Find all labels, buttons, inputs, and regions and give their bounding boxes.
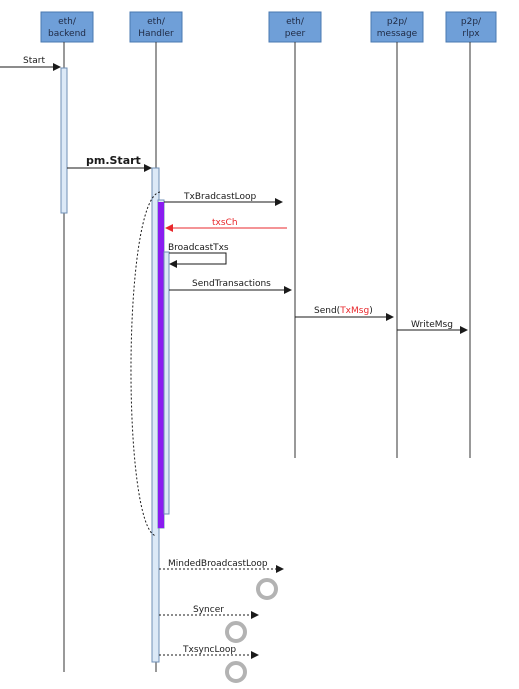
participant-p2p-message: p2p/ message bbox=[370, 11, 424, 43]
message-write-msg: WriteMsg bbox=[397, 320, 468, 334]
activation-bar-backend bbox=[60, 67, 68, 214]
stop-circle-icon bbox=[256, 578, 278, 600]
participant-label-line1: p2p/ bbox=[461, 17, 482, 27]
stop-circle-icon bbox=[225, 621, 247, 643]
participant-eth-peer: eth/ peer bbox=[268, 11, 322, 43]
message-label: TxBradcastLoop bbox=[183, 192, 256, 202]
participant-label-line2: peer bbox=[285, 29, 306, 39]
stop-circle-icon bbox=[225, 661, 247, 683]
participant-header-box bbox=[370, 11, 424, 43]
message-label: BroadcastTxs bbox=[168, 243, 229, 253]
message-label: Syncer bbox=[193, 605, 224, 615]
message-tx-broadcast-loop: TxBradcastLoop bbox=[164, 192, 283, 206]
participant-label-line2: rlpx bbox=[462, 29, 480, 39]
message-send-txmsg: Send(TxMsg) bbox=[295, 306, 394, 321]
send-prefix: Send( bbox=[314, 306, 340, 316]
message-label: pm.Start bbox=[86, 154, 141, 167]
loop-boundary-dotted bbox=[130, 191, 161, 537]
message-label: Send(TxMsg) bbox=[314, 306, 373, 316]
participant-label-line1: eth/ bbox=[286, 17, 305, 27]
message-pm-start: pm.Start bbox=[67, 154, 152, 172]
message-txs-ch: txsCh bbox=[165, 218, 287, 232]
participant-eth-handler: eth/ Handler bbox=[129, 11, 183, 43]
send-suffix: ) bbox=[369, 306, 373, 316]
message-label: MindedBroadcastLoop bbox=[168, 559, 268, 569]
participant-header-box bbox=[445, 11, 497, 43]
message-label: SendTransactions bbox=[192, 279, 271, 289]
self-call-arrow bbox=[169, 252, 227, 268]
message-txsync-loop: TxsyncLoop bbox=[159, 645, 259, 683]
highlight-bar-tx-loop bbox=[158, 202, 164, 528]
participant-header-box bbox=[40, 11, 94, 43]
message-minded-broadcast-loop: MindedBroadcastLoop bbox=[159, 559, 284, 600]
participant-eth-backend: eth/ backend bbox=[40, 11, 94, 43]
message-label: txsCh bbox=[212, 218, 238, 228]
participant-label-line2: message bbox=[377, 29, 418, 39]
message-start: Start bbox=[0, 56, 61, 71]
participant-label-line2: backend bbox=[48, 29, 86, 39]
participant-label-line1: eth/ bbox=[147, 17, 166, 27]
message-syncer: Syncer bbox=[159, 605, 259, 643]
message-label: TxsyncLoop bbox=[182, 645, 236, 655]
message-broadcast-txs: BroadcastTxs bbox=[168, 243, 229, 268]
participant-label-line2: Handler bbox=[138, 29, 174, 39]
activation-bar-handler-nested bbox=[163, 251, 170, 515]
send-arg: TxMsg bbox=[339, 306, 369, 316]
message-send-transactions: SendTransactions bbox=[169, 279, 292, 294]
participant-p2p-rlpx: p2p/ rlpx bbox=[445, 11, 497, 43]
message-label: Start bbox=[23, 56, 45, 66]
participant-label-line1: eth/ bbox=[58, 17, 77, 27]
participant-header-box bbox=[129, 11, 183, 43]
message-label: WriteMsg bbox=[411, 320, 453, 330]
participant-label-line1: p2p/ bbox=[387, 17, 408, 27]
